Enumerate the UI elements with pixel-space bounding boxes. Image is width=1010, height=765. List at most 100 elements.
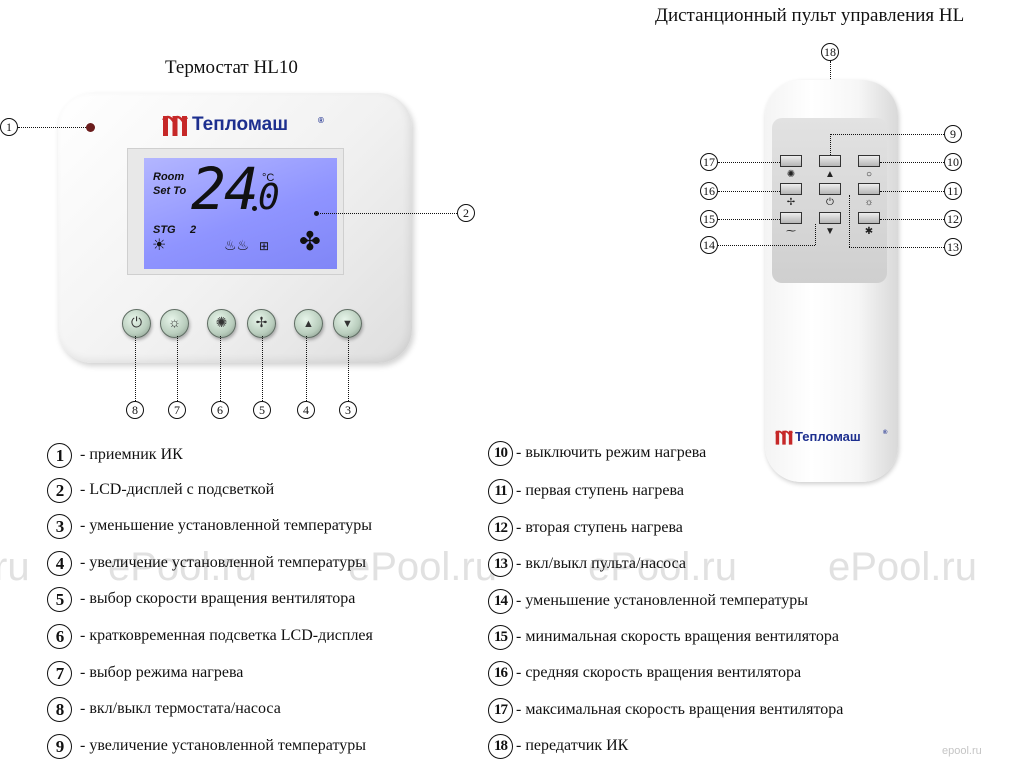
leader-line <box>177 336 178 401</box>
arrow-down-icon: ▼ <box>825 226 835 237</box>
leader-line <box>830 61 831 79</box>
thermostat-title: Термостат HL10 <box>165 57 298 78</box>
ir-receiver <box>86 123 95 132</box>
leader-line <box>718 219 780 220</box>
temp-up-button[interactable]: ▲ <box>294 309 323 338</box>
leader-line <box>18 127 86 128</box>
legend-number: 4 <box>47 551 72 576</box>
legend-number: 10 <box>488 441 513 466</box>
legend-text: - средняя скорость вращения вентилятора <box>516 664 802 681</box>
remote-fan-min-button[interactable] <box>780 212 802 224</box>
leader-line <box>880 219 944 220</box>
lcd-unit: °C <box>262 172 275 184</box>
callout-15: 15 <box>700 210 718 228</box>
remote-temp-up-button[interactable] <box>819 155 841 167</box>
legend-number: 1 <box>47 443 72 468</box>
callout-7: 7 <box>168 401 186 419</box>
leader-line <box>849 247 944 248</box>
callout-13: 13 <box>944 238 962 256</box>
temp-down-button[interactable]: ▼ <box>333 309 362 338</box>
callout-6: 6 <box>211 401 229 419</box>
legend-number: 12 <box>488 516 513 541</box>
fan-icon: ✢ <box>255 316 268 331</box>
remote-brand-name: Тепломаш <box>795 429 861 444</box>
lcd-display: Room Set To 24 0 °C STG 2 ☀ ♨♨ ⊞ ✤ <box>144 158 337 269</box>
legend-text: - передатчик ИК <box>516 737 629 754</box>
leader-line <box>830 134 944 135</box>
legend-text: - увеличение установленной температуры <box>80 737 366 754</box>
remote-power-button[interactable] <box>819 183 841 195</box>
lcd-room-label: Room <box>153 171 185 183</box>
watermark: ePool.ru <box>108 545 257 589</box>
legend-text: - выбор режима нагрева <box>80 664 244 681</box>
leader-line <box>815 224 816 245</box>
leader-line <box>880 162 944 163</box>
backlight-button[interactable]: ✺ <box>207 309 236 338</box>
sun-icon: ☼ <box>168 315 181 331</box>
remote-fan-mid-button[interactable] <box>780 183 802 195</box>
leader-line <box>220 336 221 401</box>
legend-number: 7 <box>47 661 72 686</box>
callout-8: 8 <box>126 401 144 419</box>
power-icon: ⏻ <box>826 197 834 208</box>
lcd-stage-value: 2 <box>190 224 197 236</box>
callout-10: 10 <box>944 153 962 171</box>
brand-trademark: ® <box>318 116 324 125</box>
leader-line <box>880 191 944 192</box>
legend-text: - LCD-дисплей с подсветкой <box>80 481 275 498</box>
fan-icon: ✤ <box>299 226 321 256</box>
callout-2: 2 <box>457 204 475 222</box>
watermark: ePool.ru <box>348 545 497 589</box>
remote-temp-down-button[interactable] <box>819 212 841 224</box>
legend-text: - приемник ИК <box>80 446 183 463</box>
remote-logo <box>775 428 794 451</box>
power-button[interactable]: ⏻ <box>122 309 151 338</box>
lcd-temperature: 24 <box>191 155 259 223</box>
remote-title: Дистанционный пульт управления HL <box>655 5 965 26</box>
legend-number: 11 <box>488 479 513 504</box>
legend-number: 17 <box>488 698 513 723</box>
lcd-decimal-point <box>252 206 257 211</box>
callout-1: 1 <box>0 118 18 136</box>
legend-number: 16 <box>488 661 513 686</box>
remote-heat-stage2-button[interactable] <box>858 212 880 224</box>
callout-18: 18 <box>821 43 839 61</box>
callout-17: 17 <box>700 153 718 171</box>
legend-text: - первая ступень нагрева <box>516 482 684 499</box>
legend-text: - выключить режим нагрева <box>516 444 707 461</box>
callout-12: 12 <box>944 210 962 228</box>
brand-logo-icon <box>775 430 794 445</box>
arrow-up-icon: ▲ <box>825 169 835 180</box>
fan-speed-button[interactable]: ✢ <box>247 309 276 338</box>
pump-icon: ⊞ <box>259 239 270 253</box>
remote-heat-stage1-button[interactable] <box>858 183 880 195</box>
remote-fan-max-button[interactable] <box>780 155 802 167</box>
leader-line <box>262 336 263 401</box>
legend-number: 5 <box>47 587 72 612</box>
leader-line <box>317 213 457 214</box>
legend-number: 8 <box>47 697 72 722</box>
remote-heat-off-button[interactable] <box>858 155 880 167</box>
leader-dot <box>314 211 319 216</box>
power-icon: ⏻ <box>130 315 143 331</box>
callout-14: 14 <box>700 236 718 254</box>
legend-number: 13 <box>488 552 513 577</box>
legend-text: - выбор скорости вращения вентилятора <box>80 590 356 607</box>
leader-line <box>718 162 780 163</box>
lcd-set-label: Set To <box>153 185 187 197</box>
legend-text: - вкл/выкл термостата/насоса <box>80 700 281 717</box>
legend-number: 15 <box>488 625 513 650</box>
legend-number: 2 <box>47 478 72 503</box>
leader-line <box>830 134 831 155</box>
thermostat-logo <box>162 112 189 143</box>
leader-line <box>718 191 780 192</box>
callout-5: 5 <box>253 401 271 419</box>
legend-number: 6 <box>47 624 72 649</box>
fan-high-icon: ✺ <box>786 169 796 180</box>
callout-11: 11 <box>944 182 962 200</box>
legend-text: - кратковременная подсветка LCD-дисплея <box>80 627 373 644</box>
callout-9: 9 <box>944 125 962 143</box>
legend-text: - уменьшение установленной температуры <box>80 517 373 534</box>
heat-mode-button[interactable]: ☼ <box>160 309 189 338</box>
legend-text: - увеличение установленной температуры <box>80 554 366 571</box>
